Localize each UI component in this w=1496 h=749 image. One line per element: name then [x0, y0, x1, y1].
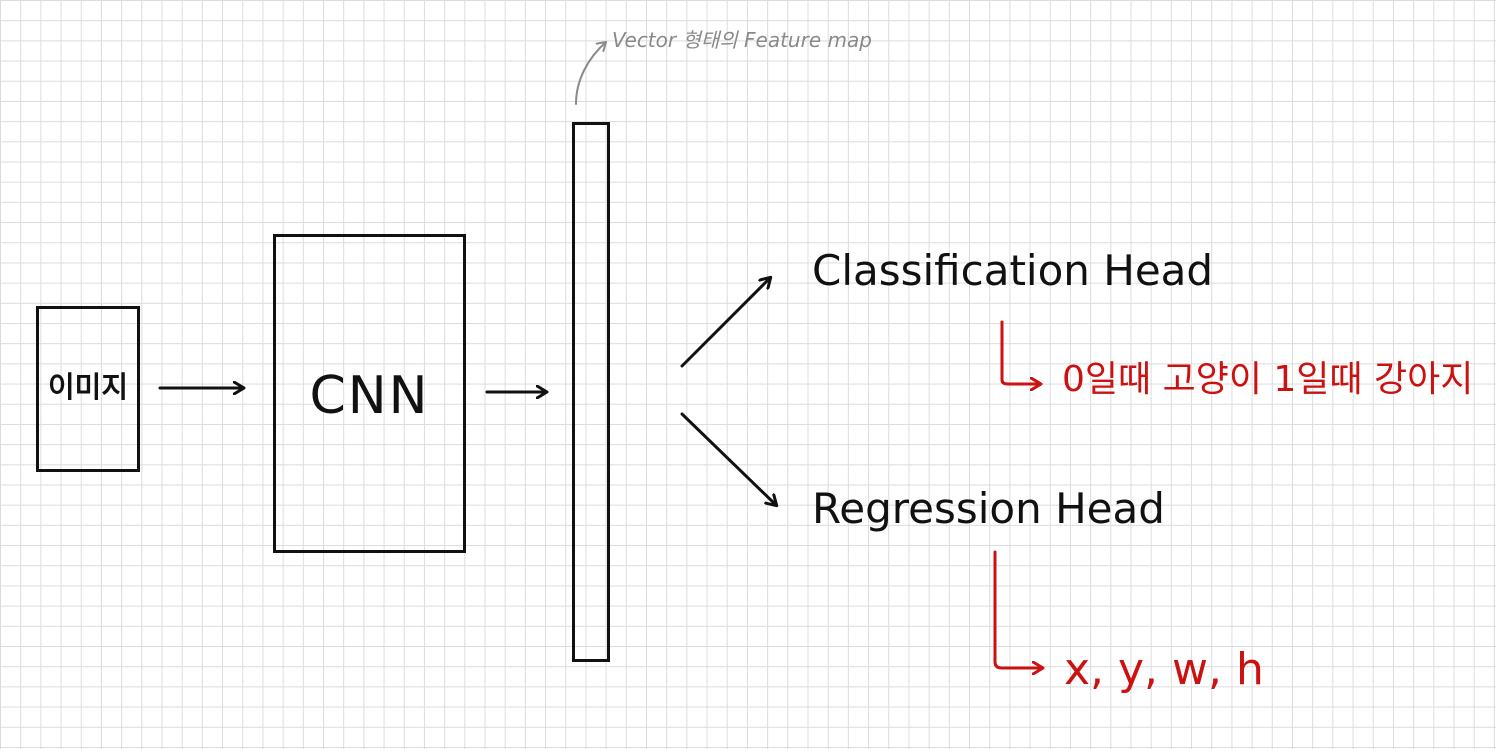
cnn-box: [273, 234, 466, 553]
feature-note-arrow: [575, 41, 607, 105]
regression-head-label: Regression Head: [812, 484, 1165, 533]
cnn-label: CNN: [309, 366, 430, 426]
arrow-feature-to-classification: [680, 278, 770, 368]
classification-output-connector: [1000, 320, 1040, 384]
regression-output-note: x, y, w, h: [1064, 644, 1264, 695]
input-image-label: 이미지: [47, 370, 129, 404]
arrow-feature-to-regression: [680, 412, 776, 505]
input-image-box: [36, 306, 140, 472]
regression-output-connector: [993, 550, 1042, 668]
feature-map-note: Vector 형태의 Feature map: [612, 28, 872, 52]
classification-head-label: Classification Head: [812, 246, 1214, 295]
classification-output-note: 0일때 고양이 1일때 강아지: [1062, 359, 1474, 400]
feature-vector-box: [572, 122, 610, 662]
